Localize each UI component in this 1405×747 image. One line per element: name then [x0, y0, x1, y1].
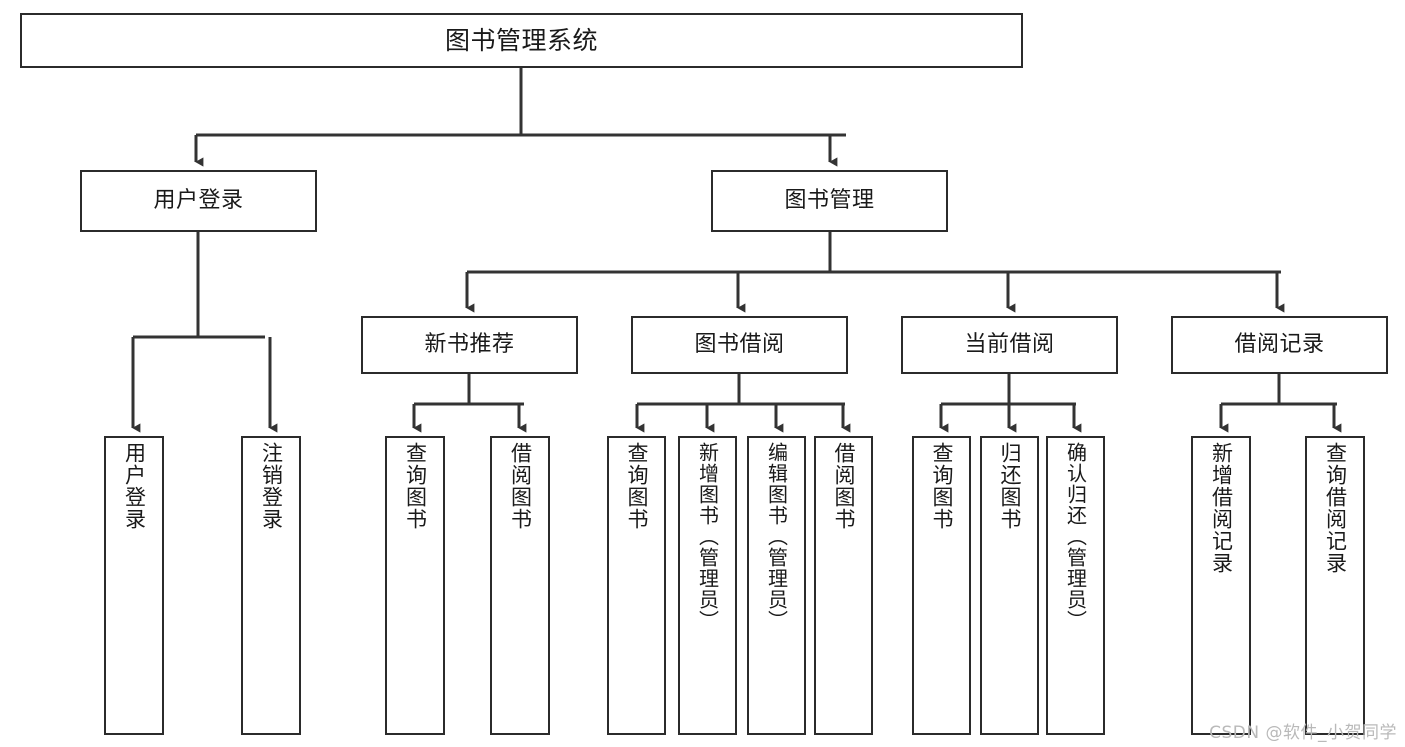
node-root-label: 图书管理系统 [444, 25, 598, 55]
leaf-current-borrow-return-book[interactable]: 归还图书 [980, 436, 1039, 735]
node-borrow-record-label: 借阅记录 [1234, 332, 1325, 358]
node-root[interactable]: 图书管理系统 [20, 13, 1023, 68]
leaf-label: 归还图书 [998, 442, 1022, 530]
leaf-label: 用户登录 [122, 442, 147, 530]
leaf-book-borrow-borrow-book[interactable]: 借阅图书 [814, 436, 873, 735]
leaf-label: 查询图书 [403, 442, 428, 530]
leaf-label: 注销登录 [259, 442, 284, 530]
leaf-label: 确认归还（管理员） [1063, 442, 1088, 631]
node-borrow-record[interactable]: 借阅记录 [1171, 316, 1388, 374]
leaf-new-book-query-book[interactable]: 查询图书 [385, 436, 445, 735]
leaf-label: 新增图书（管理员） [695, 442, 720, 631]
node-book-borrow-label: 图书借阅 [694, 332, 785, 358]
leaf-user-login-login[interactable]: 用户登录 [104, 436, 164, 735]
node-user-login[interactable]: 用户登录 [80, 170, 317, 232]
leaf-label: 查询图书 [625, 442, 649, 530]
node-book-management[interactable]: 图书管理 [711, 170, 948, 232]
csdn-watermark: CSDN @软件_小贺同学 [1209, 723, 1397, 743]
leaf-label: 查询图书 [930, 442, 954, 530]
node-new-book-recommend[interactable]: 新书推荐 [361, 316, 578, 374]
leaf-label: 借阅图书 [508, 442, 533, 530]
node-current-borrow[interactable]: 当前借阅 [901, 316, 1118, 374]
leaf-label: 借阅图书 [832, 442, 856, 530]
node-book-management-label: 图书管理 [784, 188, 875, 214]
leaf-book-borrow-edit-book[interactable]: 编辑图书（管理员） [747, 436, 806, 735]
leaf-borrow-record-add-record[interactable]: 新增借阅记录 [1191, 436, 1251, 735]
node-user-login-label: 用户登录 [153, 188, 244, 214]
leaf-label: 查询借阅记录 [1323, 442, 1348, 574]
leaf-user-login-logout[interactable]: 注销登录 [241, 436, 301, 735]
leaf-current-borrow-query-book[interactable]: 查询图书 [912, 436, 971, 735]
leaf-book-borrow-add-book[interactable]: 新增图书（管理员） [678, 436, 737, 735]
node-current-borrow-label: 当前借阅 [964, 332, 1055, 358]
leaf-label: 编辑图书（管理员） [764, 442, 789, 631]
leaf-book-borrow-query-book[interactable]: 查询图书 [607, 436, 666, 735]
node-new-book-recommend-label: 新书推荐 [424, 332, 515, 358]
leaf-borrow-record-query-record[interactable]: 查询借阅记录 [1305, 436, 1365, 735]
leaf-current-borrow-confirm-return[interactable]: 确认归还（管理员） [1046, 436, 1105, 735]
node-book-borrow[interactable]: 图书借阅 [631, 316, 848, 374]
leaf-label: 新增借阅记录 [1209, 442, 1234, 574]
leaf-new-book-borrow-book[interactable]: 借阅图书 [490, 436, 550, 735]
